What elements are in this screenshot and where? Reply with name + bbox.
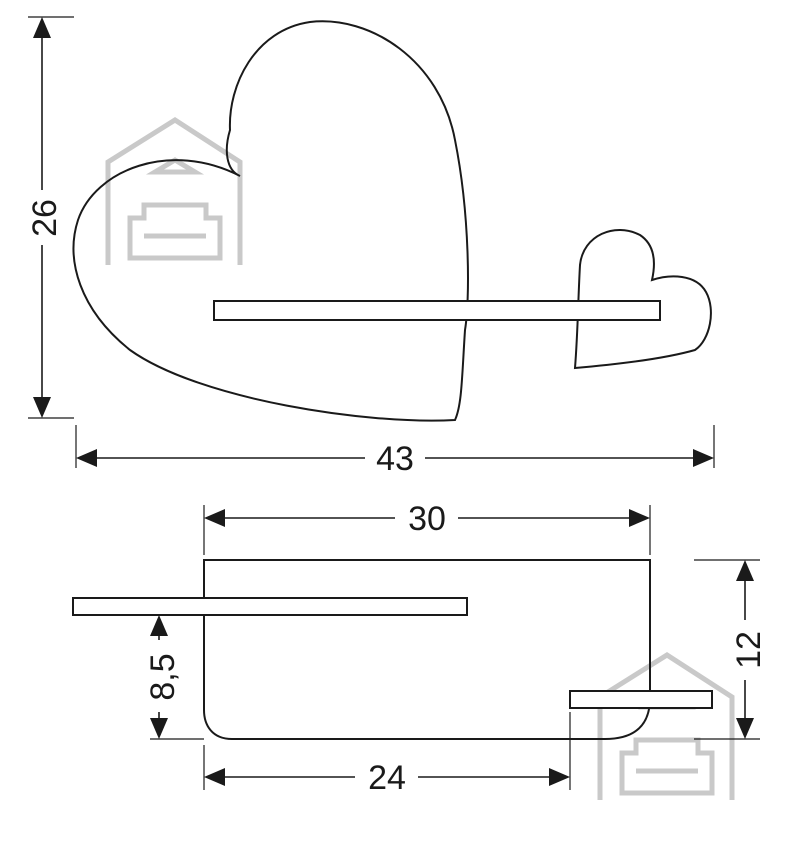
shelf-board-front <box>213 300 661 321</box>
front-view <box>72 20 712 422</box>
lower-shelf-board <box>569 690 713 709</box>
shelf-height-label-8-5: 8,5 <box>144 653 182 700</box>
depth-label-24: 24 <box>368 759 406 797</box>
large-heart-outline <box>72 20 469 422</box>
dimension-width-43: 43 <box>75 425 715 478</box>
watermark-logo-bottom <box>597 652 735 800</box>
top-view <box>72 559 713 740</box>
upper-shelf-board <box>72 597 468 616</box>
height-label-26: 26 <box>26 199 64 237</box>
dimension-shelf-8-5: 8,5 <box>144 615 204 740</box>
dimension-depth-24: 24 <box>203 712 571 797</box>
small-heart-outline <box>573 229 712 370</box>
width-label-43: 43 <box>376 440 414 478</box>
depth-label-30: 30 <box>408 500 446 538</box>
watermark-logo-top <box>105 117 243 265</box>
dimension-height-12: 12 <box>694 559 768 740</box>
base-plate-outline <box>203 559 651 740</box>
dimension-depth-30: 30 <box>203 500 651 555</box>
height-label-12: 12 <box>730 631 768 669</box>
dimension-height-26: 26 <box>26 16 74 419</box>
